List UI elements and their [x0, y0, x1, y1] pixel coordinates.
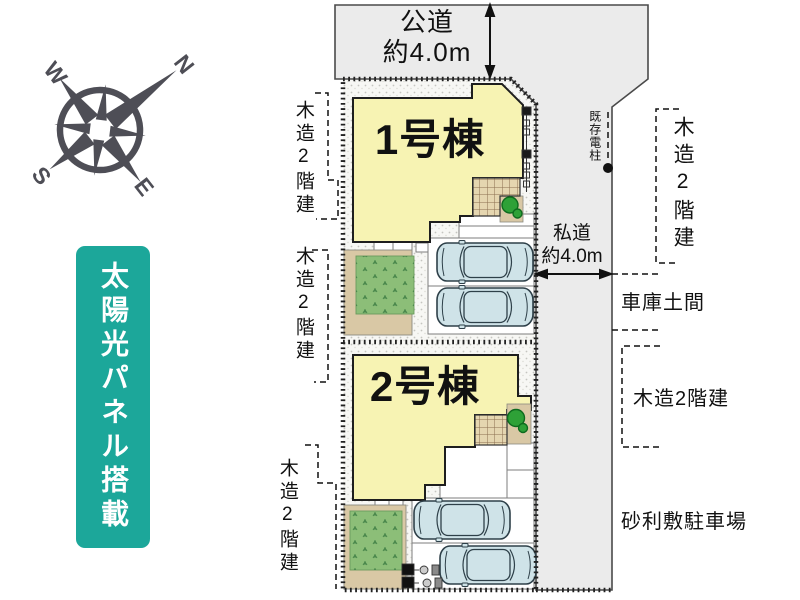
neighbor-label-left-1: 木造2階建	[292, 100, 314, 217]
utility-meters-bottom	[401, 563, 443, 589]
neighbor-dashed-outlines	[305, 92, 679, 589]
neighbor-label-left-3: 木造2階建	[276, 458, 298, 575]
compass-icon: N E S W	[27, 50, 200, 201]
garden-lot2	[343, 504, 407, 590]
solar-panel-banner: 太陽光パネル搭載	[76, 246, 150, 548]
compass-letter-n: N	[169, 50, 200, 79]
neighbor-label-right-mid: 木造2階建	[633, 388, 730, 410]
garage-label: 車庫土間	[621, 292, 705, 314]
private-road-label: 私道約4.0m	[541, 223, 603, 267]
compass-letter-w: W	[39, 57, 73, 90]
building-2-label: 2号棟	[369, 363, 481, 410]
car-top-view	[436, 239, 534, 285]
public-road-label: 公道約4.0m	[382, 7, 472, 67]
utility-pole-dot	[603, 163, 613, 173]
car-top-view	[439, 542, 537, 588]
utility-pole-label: 既存電柱	[587, 110, 602, 162]
car-top-view	[413, 497, 511, 543]
lot-boundary	[340, 76, 612, 593]
garden-lot1	[343, 249, 415, 336]
private-road-width-arrow	[533, 268, 614, 280]
utility-meters-strip	[521, 106, 532, 192]
car-top-view	[436, 284, 534, 330]
neighbor-label-right-upper: 木造2階建	[671, 116, 695, 253]
tree-icon-2	[506, 408, 529, 434]
compass-letter-e: E	[129, 173, 159, 201]
gravel-parking-label: 砂利敷駐車場	[621, 511, 747, 533]
building-1-label: 1号棟	[374, 116, 486, 163]
neighbor-label-left-2: 木造2階建	[292, 246, 314, 363]
public-road-width-arrow	[484, 2, 496, 80]
tree-icon-1	[501, 196, 523, 219]
compass-letter-s: S	[27, 162, 57, 190]
